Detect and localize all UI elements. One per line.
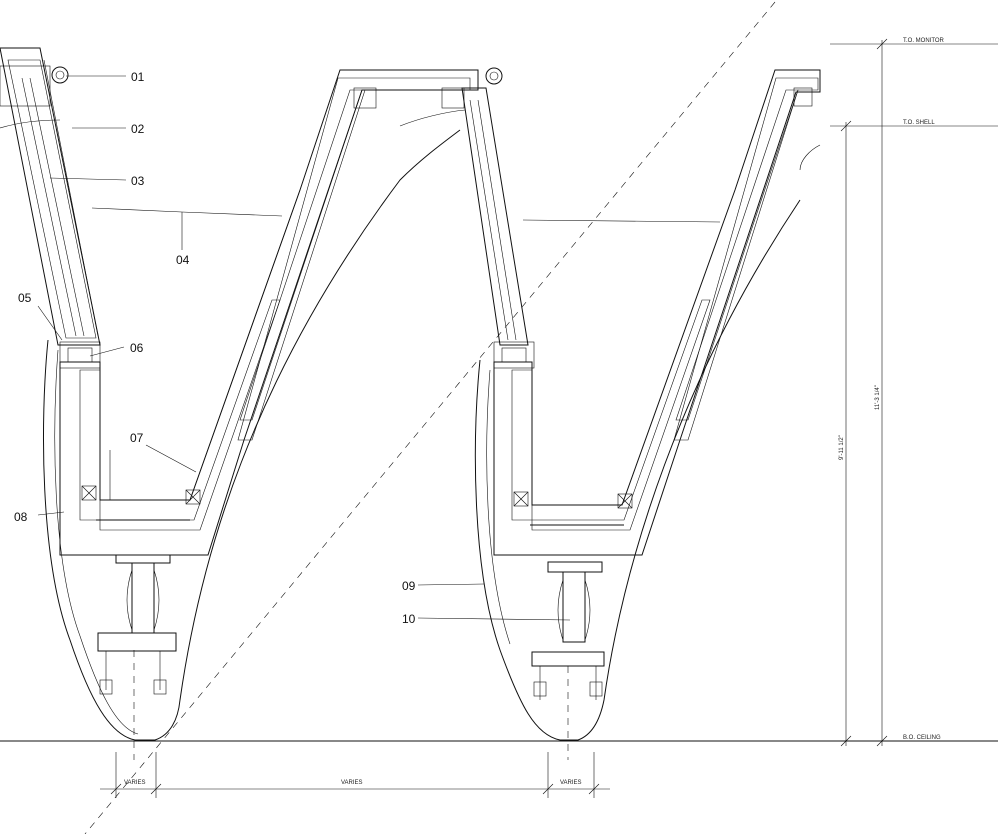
callout-04: 04 [176, 253, 190, 267]
dim-varies-middle: VARIES [341, 780, 363, 786]
horizontal-dimensions: VARIES VARIES VARIES [100, 752, 610, 798]
ref-top-shell: T.O. SHELL [903, 120, 935, 126]
right-module [474, 69, 821, 760]
callout-07: 07 [130, 431, 144, 445]
vertical-dimensions: 11'-3 1/4" 9'-11 1/2" [839, 38, 888, 747]
callout-10: 10 [402, 612, 416, 626]
ref-bottom-ceiling: B.O. CEILING [903, 735, 941, 741]
callout-labels: 01 02 03 04 05 06 07 08 09 10 [14, 70, 416, 626]
callout-01: 01 [131, 70, 145, 84]
diagonal-centerline [84, 1, 776, 834]
dim-varies-right: VARIES [560, 780, 582, 786]
callout-09: 09 [402, 579, 416, 593]
left-module [0, 47, 529, 760]
callout-03: 03 [131, 174, 145, 188]
callout-02: 02 [131, 122, 145, 136]
ref-top-monitor: T.O. MONITOR [903, 38, 945, 44]
callout-06: 06 [130, 341, 144, 355]
dim-shell-height: 9'-11 1/2" [839, 435, 845, 460]
callout-08: 08 [14, 510, 28, 524]
dim-overall-height: 11'-3 1/4" [875, 385, 881, 410]
callout-05: 05 [18, 291, 32, 305]
dim-varies-left: VARIES [124, 780, 146, 786]
reference-lines: T.O. MONITOR T.O. SHELL B.O. CEILING [0, 38, 998, 742]
leader-lines [37, 75, 721, 621]
